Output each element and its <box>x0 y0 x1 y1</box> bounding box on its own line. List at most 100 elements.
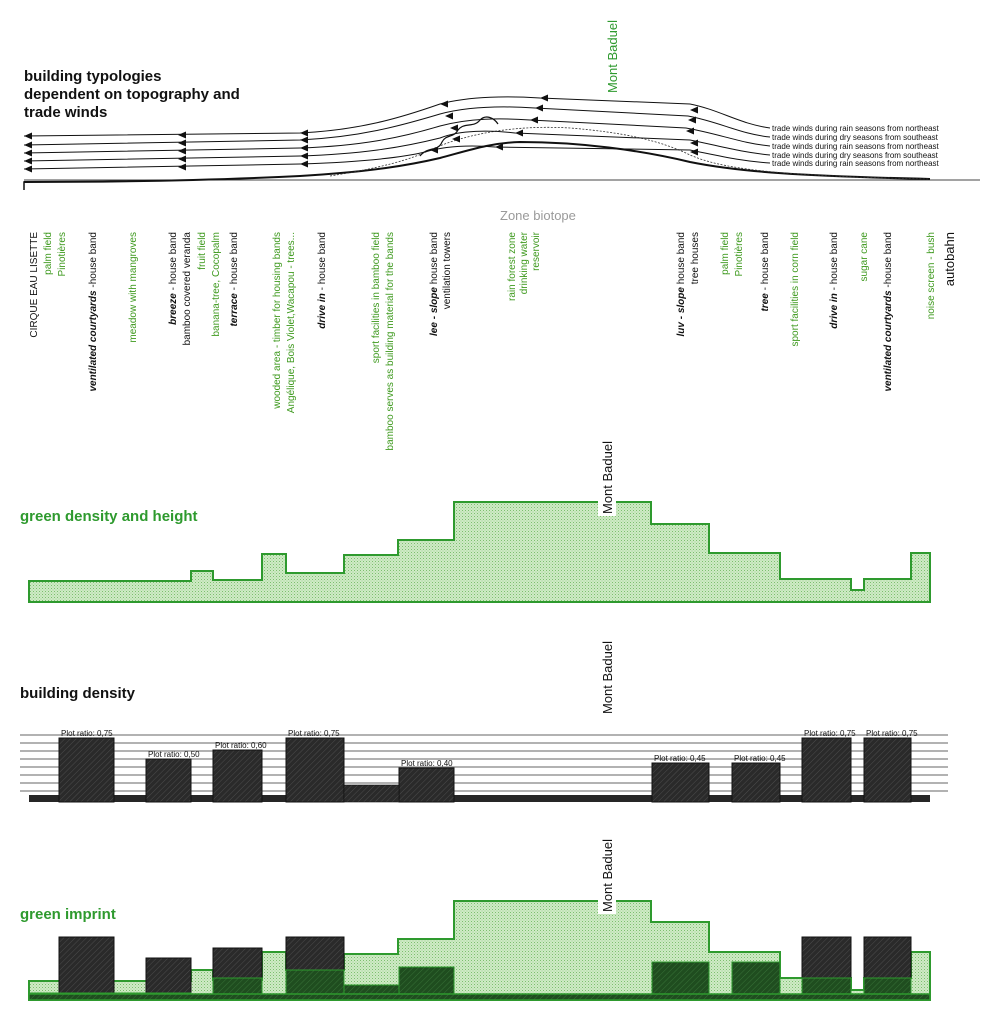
zone-label: terrace - house band <box>229 232 240 327</box>
wind-arrow <box>24 141 32 149</box>
wind-arrow <box>686 127 694 135</box>
section-green-imprint: green imprint Mont Baduel <box>20 830 931 1001</box>
wind-arrow <box>535 104 543 112</box>
imprint-building-bar <box>58 936 115 1001</box>
zone-label: ventilated courtyards -house band <box>883 232 894 392</box>
zone-biotope-label: Zone biotope <box>500 208 576 223</box>
wind-arrow <box>178 147 186 155</box>
wind-arrow <box>530 116 538 124</box>
zone-label: palm field <box>720 232 731 275</box>
wind-arrow <box>178 139 186 147</box>
wind-arrow <box>300 129 308 137</box>
zone-label: breeze - house band <box>168 232 179 325</box>
wind-arrow <box>300 152 308 160</box>
zone-label: meadow with mangroves <box>128 232 139 343</box>
plot-ratio-label: Plot ratio: 0,75 <box>61 729 113 738</box>
density-bar <box>285 737 345 803</box>
density-bar <box>651 762 710 803</box>
mont-baduel-label-2: Mont Baduel <box>600 441 615 514</box>
wind-line <box>23 145 771 170</box>
wind-label-3: trade winds during rain seasons from nor… <box>772 142 940 151</box>
wind-arrow <box>515 129 523 137</box>
zone-label: ventilated courtyards -house band <box>88 232 99 392</box>
wind-line <box>23 96 771 137</box>
wind-line <box>23 106 771 146</box>
plot-ratio-label: Plot ratio: 0,50 <box>148 750 200 759</box>
zone-label: noise screen - bush <box>926 232 937 319</box>
wind-arrow <box>24 165 32 173</box>
zone-label: Pinotières <box>57 232 68 276</box>
wind-arrow <box>452 135 460 143</box>
section1-title-line3: trade winds <box>24 104 107 121</box>
zone-label: autobahn <box>942 232 957 286</box>
wind-arrow <box>178 131 186 139</box>
wind-arrow <box>300 144 308 152</box>
wind-arrow <box>178 163 186 171</box>
wind-arrow <box>495 143 503 151</box>
trade-wind-lines <box>23 94 771 173</box>
zone-label: sport facilities in corn field <box>790 232 801 347</box>
zone-label: reservoir <box>531 231 542 271</box>
section1-title-line2: dependent on topography and <box>24 86 240 103</box>
wind-arrow <box>450 124 458 132</box>
plot-ratio-label: Plot ratio: 0,75 <box>866 729 918 738</box>
green-density-profile <box>28 501 931 603</box>
density-bar <box>863 737 912 803</box>
section-building-density: building density Mont Baduel Plot ratio:… <box>20 641 948 803</box>
wind-arrow <box>440 100 448 108</box>
zone-label: palm field <box>43 232 54 275</box>
zone-label: Pinotières <box>734 232 745 276</box>
wind-arrow <box>688 116 696 124</box>
mont-baduel-label-top: Mont Baduel <box>605 20 620 93</box>
density-bar <box>398 767 455 803</box>
density-bar <box>731 762 781 803</box>
section2-title: green density and height <box>20 508 198 525</box>
wind-arrow <box>24 157 32 165</box>
density-bar <box>145 758 192 803</box>
section-green-density: green density and height Mont Baduel <box>20 432 931 603</box>
section3-title: building density <box>20 685 136 702</box>
zone-label: bamboo serves as building material for t… <box>385 232 396 450</box>
wind-line <box>23 130 771 162</box>
zone-label: Angélique, Bois Violet,Wacapou - trees..… <box>286 232 297 413</box>
wind-label-1: trade winds during rain seasons from nor… <box>772 124 940 133</box>
zone-label: tree houses <box>690 232 701 284</box>
imprint-bars <box>28 936 931 1001</box>
plot-ratio-label: Plot ratio: 0,40 <box>401 759 453 768</box>
wind-label-4: trade winds during dry seasons from sout… <box>772 151 939 160</box>
zone-label: banana-tree, Cocopalm <box>211 232 222 337</box>
mont-label-bg-4 <box>598 830 616 914</box>
plot-ratio-label: Plot ratio: 0,75 <box>804 729 856 738</box>
zone-label: rain forest zone <box>507 232 518 301</box>
zone-label: bamboo covered veranda <box>182 232 193 346</box>
wind-arrow <box>690 139 698 147</box>
zone-label: drive in - house band <box>829 232 840 329</box>
mont-label-bg-2 <box>598 432 616 516</box>
section1-title-line1: building typologies <box>24 68 162 85</box>
wind-arrow <box>690 148 698 156</box>
imprint-baseline <box>28 993 931 1001</box>
wind-arrow <box>300 136 308 144</box>
wind-line <box>23 118 771 154</box>
mont-baduel-label-3: Mont Baduel <box>600 641 615 714</box>
zone-label: drinking water <box>519 231 530 294</box>
wind-arrow <box>24 132 32 140</box>
plot-ratio-label: Plot ratio: 0,45 <box>654 754 706 763</box>
zone-label: tree - house band <box>760 232 771 312</box>
density-bar <box>801 737 852 803</box>
wind-label-5: trade winds during rain seasons from nor… <box>772 159 940 168</box>
density-low-block <box>343 784 400 803</box>
zone-label: luv - slope house band <box>676 232 687 337</box>
plot-ratio-label: Plot ratio: 0,45 <box>734 754 786 763</box>
zone-label: fruit field <box>197 232 208 270</box>
plot-ratio-label: Plot ratio: 0,75 <box>288 729 340 738</box>
density-bar <box>58 737 115 803</box>
zone-label: sugar cane <box>859 232 870 282</box>
wind-arrow <box>540 94 548 102</box>
wind-arrow <box>690 106 698 114</box>
zone-label: lee - slope house band <box>429 232 440 336</box>
wind-arrow <box>300 160 308 168</box>
